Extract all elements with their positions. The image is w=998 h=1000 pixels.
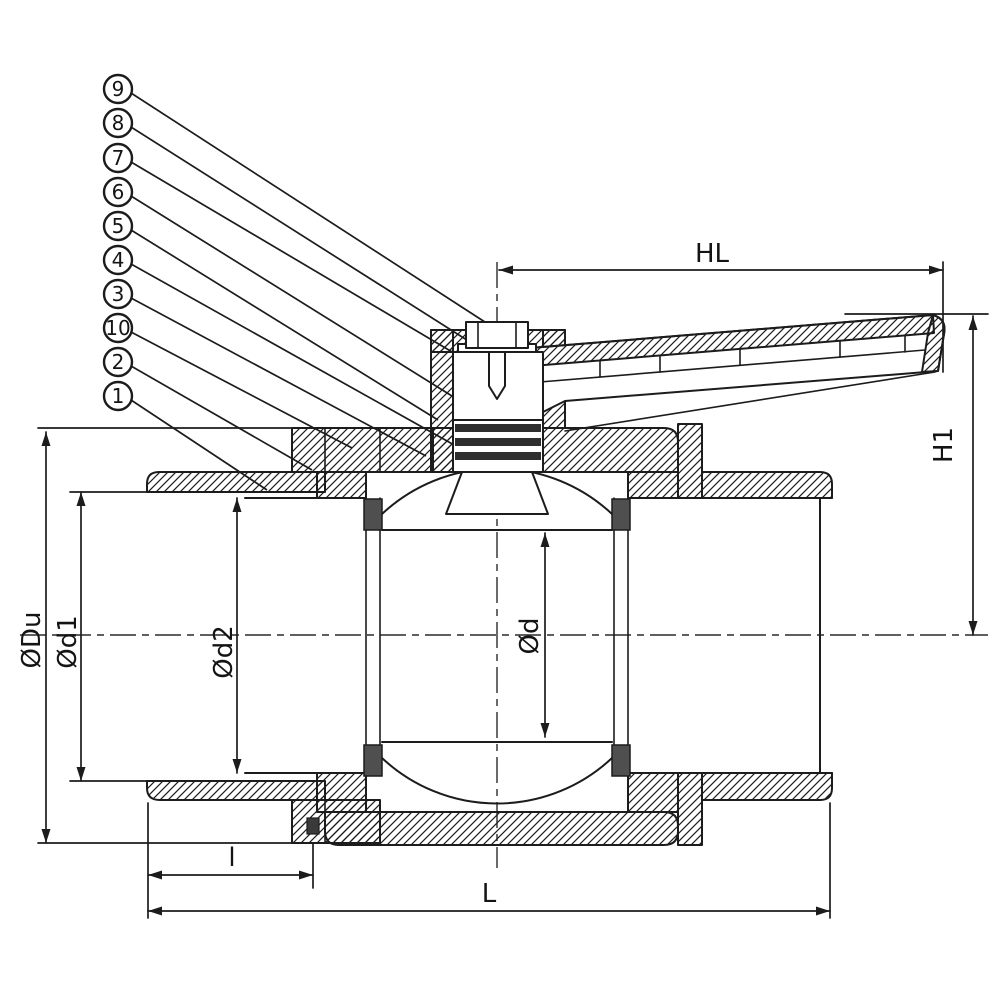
packing-ring <box>455 424 541 432</box>
flow-bore <box>146 427 833 844</box>
seat-ring <box>611 498 631 531</box>
callout-circle-7 <box>102 142 134 174</box>
stem-assembly <box>445 321 549 515</box>
right-flange-bottom <box>677 772 703 846</box>
callout-circle-5 <box>102 210 134 242</box>
callouts: 9 8 7 6 5 4 3 10 2 1 <box>102 73 134 412</box>
callout-circle-1 <box>102 380 134 412</box>
label-hl: HL <box>695 239 730 269</box>
left-pipe-top-wall <box>146 471 326 493</box>
body-right-wall-top <box>627 471 679 499</box>
label-d: Ød <box>515 618 545 655</box>
dimension-l-small <box>147 802 314 919</box>
callout-number-6: 6 <box>112 180 125 204</box>
right-pipe-bottom-wall <box>701 772 833 801</box>
drain-plug <box>306 817 320 835</box>
callout-circle-6 <box>102 176 134 208</box>
right-pipe-top-wall <box>701 471 833 499</box>
packing-ring <box>455 438 541 446</box>
callout-circle-2 <box>102 346 134 378</box>
callout-number-8: 8 <box>112 111 125 135</box>
dimension-du <box>37 427 306 844</box>
dimension-l-big <box>147 802 831 919</box>
seat-ring <box>611 744 631 777</box>
callout-circle-10 <box>102 312 134 344</box>
callout-number-2: 2 <box>112 350 125 374</box>
callout-number-5: 5 <box>112 214 125 238</box>
label-l-big: L <box>482 879 497 909</box>
seat-ring <box>363 744 383 777</box>
body-bottom-band <box>324 811 679 846</box>
callout-circle-9 <box>102 73 134 105</box>
union-nut-top <box>291 427 434 473</box>
body-left-wall-top <box>316 471 367 499</box>
stem-nut <box>465 321 529 349</box>
dimension-hl <box>498 261 944 373</box>
callout-number-7: 7 <box>112 146 125 170</box>
stem-ball-connector <box>445 471 549 515</box>
right-flange-top <box>677 423 703 499</box>
label-d1: Ød1 <box>53 615 83 669</box>
callout-number-4: 4 <box>112 248 125 272</box>
dimension-d <box>540 532 550 738</box>
callout-circle-4 <box>102 244 134 276</box>
body-right-wall-bottom <box>627 772 679 813</box>
dimension-d2 <box>232 497 242 774</box>
label-l-small: l <box>228 843 235 873</box>
packing-ring <box>455 452 541 460</box>
callout-circle-8 <box>102 107 134 139</box>
handle <box>529 314 946 432</box>
dimension-labels: HL H1 ØDu Ød1 Ød2 Ød l L <box>17 239 959 909</box>
label-h1: H1 <box>929 427 959 463</box>
dimension-h1 <box>844 313 989 636</box>
dimension-d1 <box>69 491 148 782</box>
callout-number-10: 10 <box>105 316 130 340</box>
left-pipe-bottom-wall <box>146 780 326 801</box>
ball-bottom-arc <box>381 757 613 805</box>
seat-ring <box>363 498 383 531</box>
callout-circle-3 <box>102 278 134 310</box>
label-du: ØDu <box>17 612 47 669</box>
handle-end-cap <box>921 314 946 373</box>
callout-number-9: 9 <box>112 77 125 101</box>
label-d2: Ød2 <box>209 625 239 679</box>
callout-number-1: 1 <box>112 384 125 408</box>
callout-number-3: 3 <box>112 282 125 306</box>
